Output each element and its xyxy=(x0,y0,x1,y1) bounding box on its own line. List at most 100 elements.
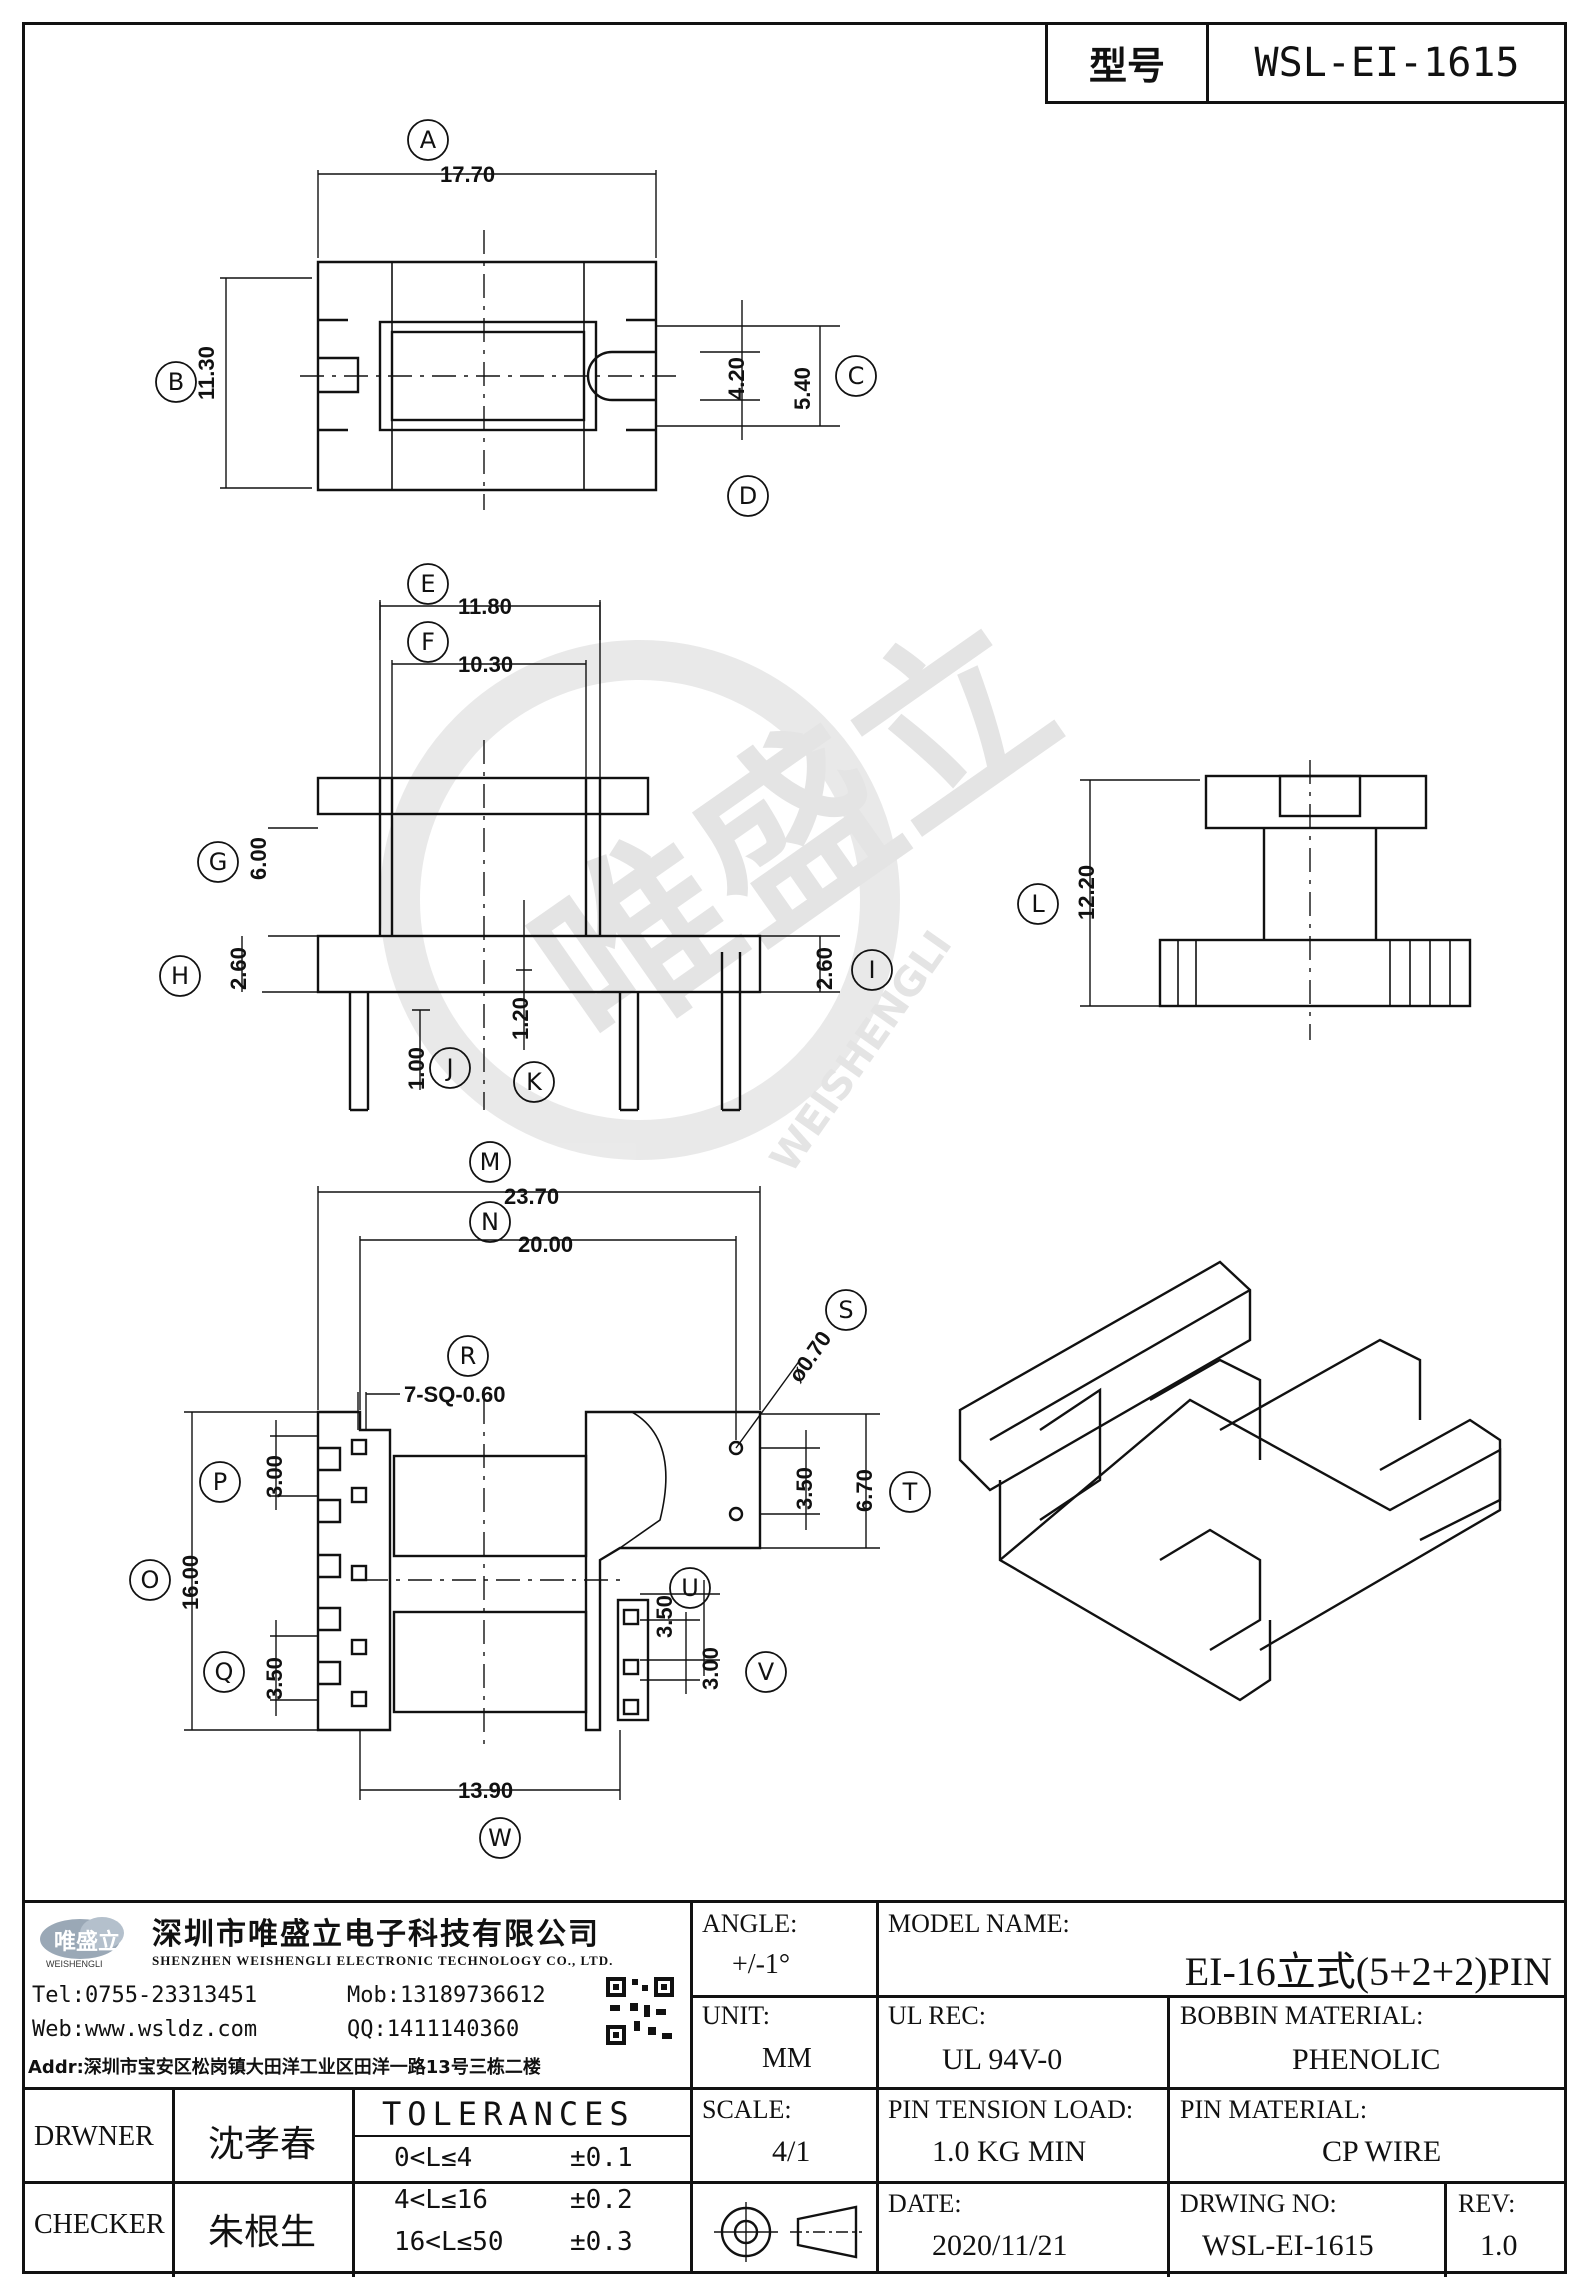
date-label: DATE: xyxy=(888,2189,962,2218)
callout-letter-i: I xyxy=(868,956,875,984)
callout-circle-d xyxy=(727,475,769,517)
callout-letter-q: Q xyxy=(215,1658,234,1686)
scale-label: SCALE: xyxy=(702,2095,792,2124)
callout-letter-k: K xyxy=(526,1068,543,1096)
tolerances-label: TOLERANCES xyxy=(382,2095,635,2133)
dim-b: 11.30 xyxy=(194,346,219,400)
checker-value: 朱根生 xyxy=(208,2212,317,2253)
callout-circle-n xyxy=(469,1201,511,1243)
mobile: Mob:13189736612 xyxy=(347,1983,546,2008)
unit-label: UNIT: xyxy=(702,2001,771,2030)
scale-value: 4/1 xyxy=(772,2135,811,2168)
callout-circle-v xyxy=(745,1651,787,1693)
callout-circle-g xyxy=(197,841,239,883)
dim-n: 20.00 xyxy=(518,1232,573,1257)
callout-letter-g: G xyxy=(209,848,228,876)
pin-tension-label: PIN TENSION LOAD: xyxy=(888,2095,1134,2124)
callout-letter-b: B xyxy=(168,368,184,396)
bottom-view xyxy=(184,1186,880,1800)
callout-circle-q xyxy=(203,1651,245,1693)
model-label: 型号 xyxy=(1048,24,1209,101)
technical-drawing: 唯盛立 WEISHENGLI xyxy=(129,119,1502,1859)
dim-k: 1.20 xyxy=(508,997,533,1040)
pin-material-label: PIN MATERIAL: xyxy=(1180,2095,1368,2124)
dim-s: ø0.70 xyxy=(784,1326,837,1386)
tol-value-1: ±0.1 xyxy=(570,2143,633,2173)
callout-letter-r: R xyxy=(460,1342,477,1370)
callout-letter-l: L xyxy=(1031,890,1045,918)
model-name-value: EI-16立式(5+2+2)PIN xyxy=(1184,1949,1552,1994)
callout-circle-r xyxy=(447,1335,489,1377)
callout-letter-e: E xyxy=(420,570,435,598)
projection-symbol-icon xyxy=(706,2199,866,2265)
callout-circle-a xyxy=(407,119,449,161)
dim-v: 3.00 xyxy=(698,1647,723,1690)
dim-a: 17.70 xyxy=(440,162,495,187)
callout-circle-k xyxy=(513,1061,555,1103)
callout-circle-i xyxy=(851,949,893,991)
date-value: 2020/11/21 xyxy=(932,2229,1068,2262)
callout-circle-w xyxy=(479,1817,521,1859)
tol-range-2: 4<L≤16 xyxy=(394,2185,488,2215)
company-name-cn: 深圳市唯盛立电子科技有限公司 xyxy=(152,1917,600,1952)
company-logo: 唯盛立 WEISHENGLI xyxy=(32,1911,142,1981)
tol-range-1: 0<L≤4 xyxy=(394,2143,473,2173)
svg-text:WEISHENGLI: WEISHENGLI xyxy=(46,1959,103,1969)
dim-t: 6.70 xyxy=(852,1469,877,1512)
callout-letter-p: P xyxy=(213,1468,227,1496)
callout-circle-j xyxy=(429,1047,471,1089)
isometric-view xyxy=(958,1260,1502,1702)
callout-circle-c xyxy=(835,355,877,397)
phone: Tel:0755-23313451 xyxy=(32,1983,258,2008)
address: Addr:深圳市宝安区松岗镇大田洋工业区田洋一路13号三栋二楼 xyxy=(28,2057,541,2078)
dim-u: 3.50 xyxy=(652,1595,677,1638)
top-view xyxy=(220,170,840,510)
qq: QQ:1411140360 xyxy=(347,2017,520,2042)
dim-c: 5.40 xyxy=(790,367,815,410)
callout-letter-n: N xyxy=(481,1208,499,1236)
dim-q: 3.50 xyxy=(262,1657,287,1700)
dim-d: 4.20 xyxy=(724,357,749,400)
front-view xyxy=(241,600,840,1112)
drawer-label: DRWNER xyxy=(34,2121,154,2152)
checker-label: CHECKER xyxy=(34,2209,165,2240)
bobbin-material-value: PHENOLIC xyxy=(1292,2043,1441,2076)
dim-j: 1.00 xyxy=(404,1047,429,1090)
dim-o: 16.00 xyxy=(178,1555,203,1610)
model-name-label: MODEL NAME: xyxy=(888,1909,1070,1938)
callout-circle-s xyxy=(825,1289,867,1331)
company-name-en: SHENZHEN WEISHENGLI ELECTRONIC TECHNOLOG… xyxy=(152,1953,614,1968)
rev-value: 1.0 xyxy=(1480,2229,1518,2262)
bobbin-material-label: BOBBIN MATERIAL: xyxy=(1180,2001,1424,2030)
svg-text:唯盛立: 唯盛立 xyxy=(54,1929,120,1955)
tol-value-3: ±0.3 xyxy=(570,2227,633,2257)
rev-label: REV: xyxy=(1458,2189,1516,2218)
dim-l: 12.20 xyxy=(1074,865,1099,920)
dim-i: 2.60 xyxy=(812,947,837,990)
tol-value-2: ±0.2 xyxy=(570,2185,633,2215)
callout-circle-m xyxy=(469,1141,511,1183)
callout-circle-l xyxy=(1017,883,1059,925)
callout-letter-h: H xyxy=(171,962,189,990)
model-number: WSL-EI-1615 xyxy=(1254,39,1520,86)
angle-label: ANGLE: xyxy=(702,1909,798,1938)
drawer-value: 沈孝春 xyxy=(208,2124,317,2165)
angle-value: +/-1° xyxy=(732,1949,791,1980)
drawing-sheet xyxy=(22,22,1567,2274)
dim-f: 10.30 xyxy=(458,652,513,677)
callout-letter-s: S xyxy=(838,1296,853,1324)
callout-circle-u xyxy=(669,1567,711,1609)
model-header: 型号 WSL-EI-1615 xyxy=(1045,24,1565,104)
callout-letter-j: J xyxy=(444,1054,453,1082)
callout-circle-o xyxy=(129,1559,171,1601)
dim-r: 7-SQ-0.60 xyxy=(404,1382,506,1407)
callout-circle-t xyxy=(889,1471,931,1513)
callout-circle-f xyxy=(407,621,449,663)
dim-p: 3.00 xyxy=(262,1455,287,1498)
unit-value: MM xyxy=(762,2043,812,2074)
dim-h: 2.60 xyxy=(226,947,251,990)
ul-rec-label: UL REC: xyxy=(888,2001,986,2030)
dim-m: 23.70 xyxy=(504,1184,559,1209)
dim-t2: 3.50 xyxy=(792,1467,817,1510)
drawing-no-value: WSL-EI-1615 xyxy=(1202,2229,1374,2262)
